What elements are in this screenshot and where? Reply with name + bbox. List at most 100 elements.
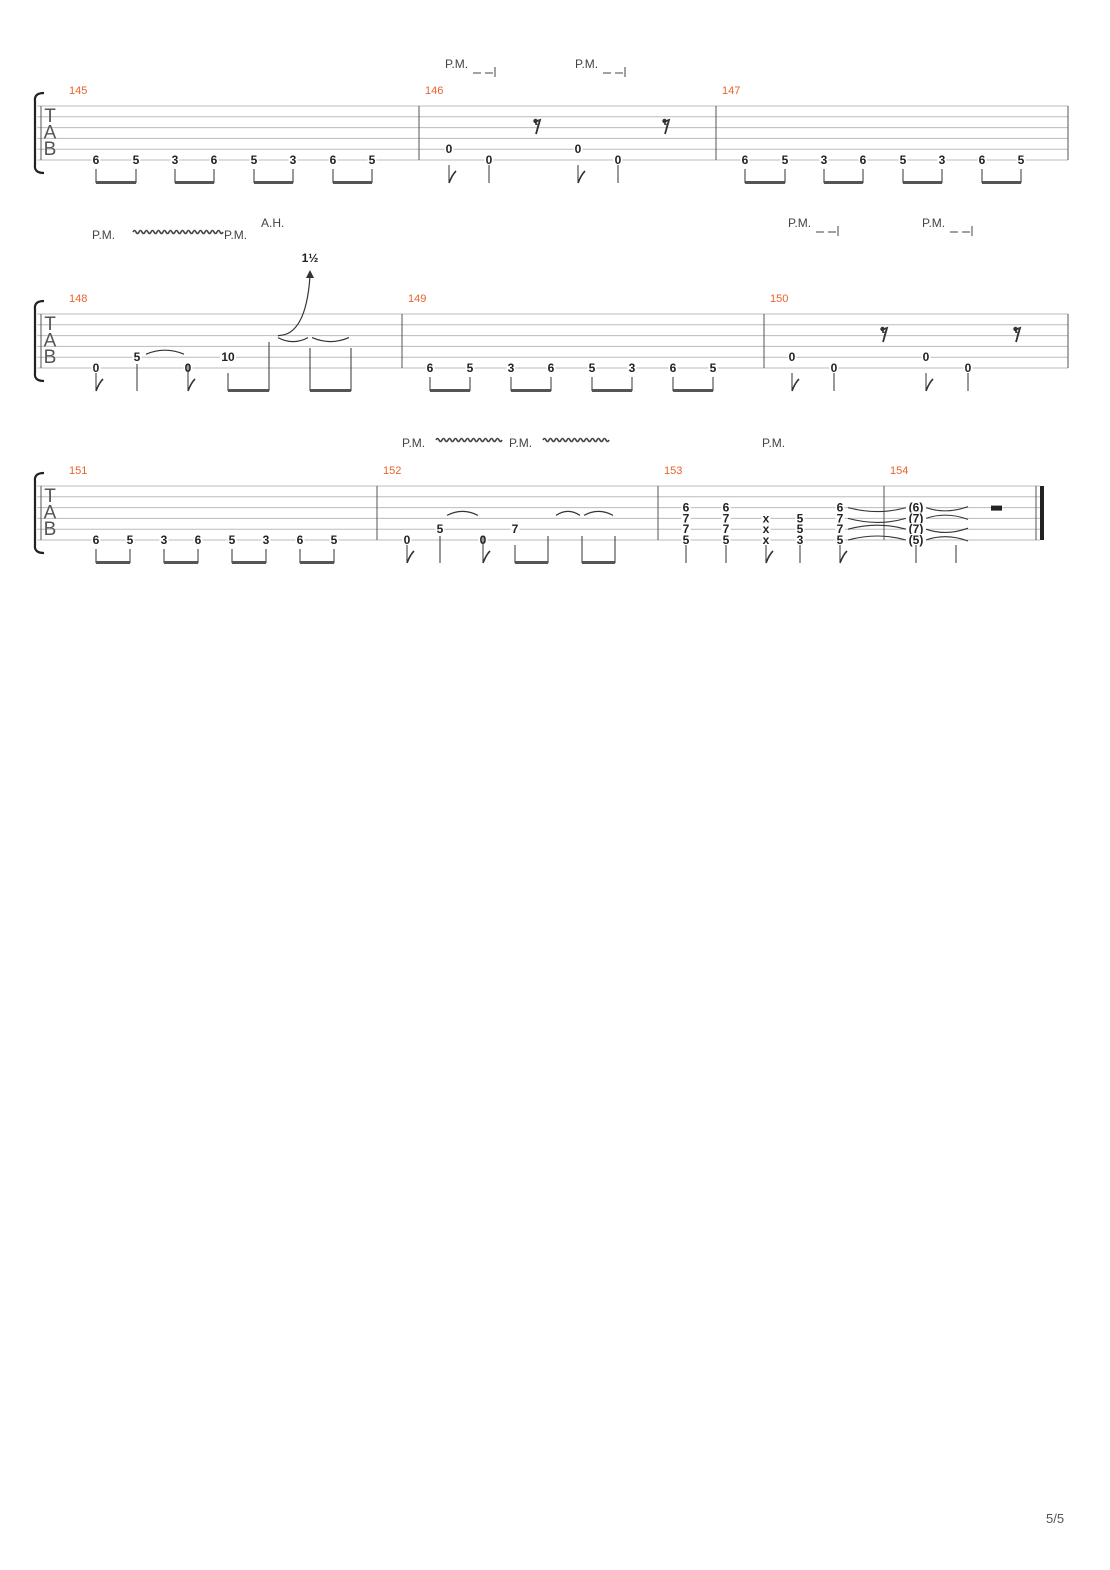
fret-number: x xyxy=(763,533,770,547)
palm-mute-label: P.M. xyxy=(92,228,115,242)
fret-number: 0 xyxy=(93,361,100,375)
tie-arc xyxy=(847,517,907,523)
fret-number: 6 xyxy=(742,153,749,167)
fret-mask xyxy=(681,523,691,536)
tab-clef-a: A xyxy=(44,123,57,144)
fret-mask xyxy=(435,523,445,536)
measure-148: 14805010 xyxy=(69,293,236,375)
measure-number: 151 xyxy=(69,465,87,477)
tab-clef-b: B xyxy=(44,139,57,160)
rest-stroke xyxy=(880,326,889,343)
fret-number: (7) xyxy=(909,522,924,536)
fret-number: 0 xyxy=(965,361,972,375)
fret-mask xyxy=(613,154,623,166)
fret-mask xyxy=(904,512,928,525)
measure-number: 154 xyxy=(890,465,908,477)
fret-mask xyxy=(740,154,750,166)
palm-mute-label: P.M. xyxy=(575,57,598,71)
bend-curve xyxy=(277,275,311,337)
note-beam xyxy=(673,389,713,392)
fret-mask xyxy=(132,351,142,364)
note-beam xyxy=(903,181,942,184)
fret-mask xyxy=(708,362,718,374)
fret-number: 5 xyxy=(683,533,690,547)
tab-clef-t: T xyxy=(44,106,56,127)
fret-number: 6 xyxy=(670,361,677,375)
fret-mask xyxy=(721,523,731,536)
fret-number: 7 xyxy=(723,522,730,536)
fret-mask xyxy=(819,154,829,166)
fret-number: (5) xyxy=(909,533,924,547)
vibrato-line xyxy=(132,229,224,235)
note-flag xyxy=(187,378,196,392)
note-beam xyxy=(511,389,551,392)
note-flag xyxy=(406,550,415,564)
note-beam xyxy=(96,561,130,564)
fret-mask xyxy=(131,154,141,166)
rest-stroke xyxy=(662,118,671,135)
fret-number: 0 xyxy=(831,361,838,375)
fret-number: 3 xyxy=(508,361,515,375)
fret-number: 5 xyxy=(229,533,236,547)
fret-number: 6 xyxy=(683,501,690,515)
staff-system-2: TAB1480501014965365365150000000001½P.M.P… xyxy=(33,216,1069,392)
fret-number: 3 xyxy=(797,533,804,547)
palm-mute-label: P.M. xyxy=(788,216,811,230)
note-flag xyxy=(95,378,104,392)
system-bracket xyxy=(33,471,45,555)
fret-mask xyxy=(858,154,868,166)
note-beam xyxy=(592,389,632,392)
fret-number: (6) xyxy=(909,501,924,515)
tie-arc xyxy=(277,337,309,343)
fret-number: 6 xyxy=(330,153,337,167)
tab-clef-t: T xyxy=(44,486,56,507)
note-beam xyxy=(582,561,615,564)
fret-number: 0 xyxy=(923,350,930,364)
eighth-rest: 𝄾 xyxy=(664,116,669,136)
note-flag xyxy=(482,550,491,564)
fret-mask xyxy=(159,534,169,546)
fret-number: x xyxy=(763,522,770,536)
tie-arc xyxy=(583,510,614,516)
fret-mask xyxy=(573,143,583,156)
fret-number: 6 xyxy=(195,533,202,547)
fret-mask xyxy=(795,534,805,546)
fret-number: 5 xyxy=(589,361,596,375)
fret-mask xyxy=(125,534,135,546)
fret-number: 5 xyxy=(900,153,907,167)
fret-mask xyxy=(787,351,797,364)
vibrato-line xyxy=(542,437,610,443)
note-beam xyxy=(232,561,266,564)
measure-number: 149 xyxy=(408,293,426,305)
measure-number: 150 xyxy=(770,293,788,305)
measure-146: 14600000000 xyxy=(425,85,623,167)
fret-mask xyxy=(761,523,771,536)
fret-mask xyxy=(835,534,845,546)
measure-number: 146 xyxy=(425,85,443,97)
fret-mask xyxy=(904,501,928,514)
fret-mask xyxy=(721,512,731,525)
fret-number: 5 xyxy=(437,522,444,536)
fret-number: 6 xyxy=(979,153,986,167)
tie-arc xyxy=(847,507,907,513)
note-flag xyxy=(839,550,848,564)
fret-number: x xyxy=(763,511,770,525)
fret-number: 6 xyxy=(93,533,100,547)
fret-number: 5 xyxy=(369,153,376,167)
fret-mask xyxy=(506,362,516,374)
tie-arc xyxy=(925,527,969,533)
note-flag xyxy=(577,170,586,184)
tie-arc xyxy=(925,536,969,542)
staff-system-1: TAB145653653651460000000014765365365𝄾𝄾P.… xyxy=(33,57,1069,184)
fret-mask xyxy=(170,154,180,166)
fret-mask xyxy=(193,534,203,546)
fret-number: 0 xyxy=(404,533,411,547)
note-beam xyxy=(300,561,334,564)
fret-number: 3 xyxy=(821,153,828,167)
note-flag xyxy=(791,378,800,392)
fret-mask xyxy=(829,362,839,374)
fret-mask xyxy=(795,512,805,525)
fret-mask xyxy=(780,154,790,166)
fret-mask xyxy=(835,523,845,536)
fret-number: 0 xyxy=(486,153,493,167)
